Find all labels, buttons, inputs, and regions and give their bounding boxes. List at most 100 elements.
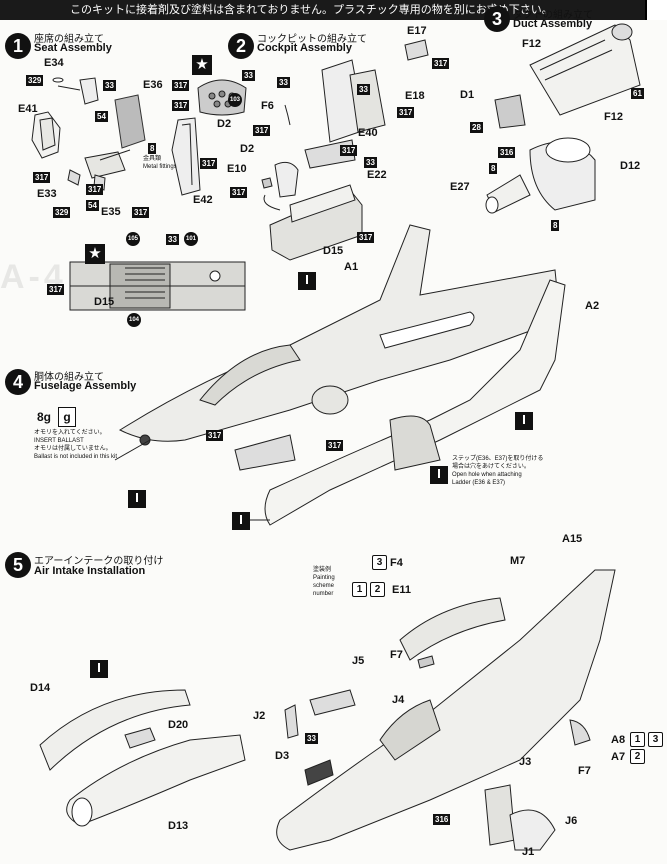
paint-code: 61: [631, 88, 644, 99]
part-label: D15: [94, 296, 115, 308]
part-label: F6: [261, 100, 274, 112]
paint-code: 33: [103, 80, 116, 91]
intake-drawing: [39, 689, 246, 827]
part-label: A15: [562, 533, 583, 545]
ladder-note-jp1: ステップ(E36、E37)を取り付ける: [452, 456, 544, 462]
painting-scheme-label: number: [313, 591, 334, 597]
step-2-title-jp: コックピットの組み立て: [257, 34, 367, 45]
paint-code: 33: [357, 84, 370, 95]
step-1-title-jp: 座席の組み立て: [34, 34, 104, 45]
header-corner-box: [645, 0, 667, 20]
ballast-note-en1: INSERT BALLAST: [34, 438, 84, 444]
scheme-number: 3: [648, 732, 663, 747]
part-label: E27: [450, 181, 470, 193]
ladder-note-en2: Ladder (E36 & E37): [452, 480, 506, 486]
part-label: M7: [510, 555, 526, 567]
airframe-drawing: [276, 569, 616, 851]
metal-note-en: Metal fittings: [143, 164, 177, 170]
ladder-note-en1: Open hole when attaching: [452, 472, 522, 478]
drill-hole-icon: [90, 660, 108, 678]
fuselage-drawing: [114, 224, 566, 526]
part-label: J1: [522, 846, 535, 858]
decal-number: 103: [228, 93, 242, 107]
paint-code: 8: [148, 143, 157, 154]
paint-code: 316: [433, 814, 451, 825]
drill-hole-icon: [515, 412, 533, 430]
drill-hole-icon: [128, 490, 146, 508]
paint-code: 33: [364, 157, 377, 168]
paint-code: 8: [489, 163, 498, 174]
paint-code: 317: [172, 80, 190, 91]
d15-panel-drawing: [69, 261, 246, 311]
part-label: D2: [217, 118, 232, 130]
paint-code: 317: [33, 172, 51, 183]
part-label: E18: [405, 90, 425, 102]
painting-scheme-label: 塗装例: [313, 567, 332, 573]
part-label: A2: [585, 300, 600, 312]
part-label: E22: [367, 169, 387, 181]
part-label: E40: [358, 127, 378, 139]
part-label: J2: [253, 710, 266, 722]
paint-code: 316: [498, 147, 516, 158]
paint-code: 317: [326, 440, 344, 451]
metal-note-jp: 金具類: [143, 156, 162, 162]
paint-code: 329: [53, 207, 71, 218]
paint-code: 317: [206, 430, 224, 441]
drill-hole-icon: [232, 512, 250, 530]
decal-number: 104: [127, 313, 141, 327]
step-5-title-en: Air Intake Installation: [34, 565, 146, 577]
paint-code: 54: [95, 111, 108, 122]
paint-code: 317: [253, 125, 271, 136]
part-label: E17: [407, 25, 427, 37]
scheme-number: 1: [352, 582, 367, 597]
star-icon: ★: [85, 244, 105, 264]
ballast-note-jp1: オモリを入れてください。: [34, 430, 106, 436]
ballast-note-jp2: オモリは付属していません。: [34, 446, 112, 452]
part-label: E42: [193, 194, 213, 206]
paint-code: 8: [551, 220, 560, 231]
cockpit-tub-drawing: [261, 39, 429, 261]
paint-code: 317: [132, 207, 150, 218]
part-label: D3: [275, 750, 290, 762]
part-label: E33: [37, 188, 57, 200]
part-label: D12: [620, 160, 641, 172]
step-3-title-en: Duct Assembly: [513, 18, 593, 30]
painting-scheme-label: scheme: [313, 583, 335, 589]
duct-drawing: [485, 23, 641, 214]
ladder-note-jp2: 場合は穴をあけてください。: [452, 464, 530, 470]
paint-code: 317: [432, 58, 450, 69]
paint-code: 317: [86, 184, 104, 195]
step-5-title-jp: エアーインテークの取り付け: [34, 556, 164, 567]
paint-code: 33: [166, 234, 179, 245]
part-label: E34: [44, 57, 64, 69]
part-label: E35: [101, 206, 121, 218]
paint-code: 54: [86, 200, 99, 211]
part-label: D1: [460, 89, 475, 101]
paint-code: 33: [305, 733, 318, 744]
part-label: D15: [323, 245, 344, 257]
step-1-title-en: Seat Assembly: [34, 42, 112, 54]
part-label: D14: [30, 682, 51, 694]
step-4-title-jp: 胴体の組み立て: [34, 372, 104, 383]
part-label: F7: [578, 765, 591, 777]
part-label: D2: [240, 143, 255, 155]
drill-hole-icon: [298, 272, 316, 290]
step-4-number: 4: [5, 369, 31, 395]
paint-code: 317: [172, 100, 190, 111]
part-label: F7: [390, 649, 403, 661]
step-3-title-jp: ダクトの組み立て: [513, 10, 593, 21]
part-label: D13: [168, 820, 189, 832]
ballast-box: g: [58, 407, 76, 427]
part-label: F12: [604, 111, 623, 123]
step-1-number: 1: [5, 33, 31, 59]
star-icon: ★: [192, 55, 212, 75]
part-label: A7: [611, 751, 626, 763]
step-2-number: 2: [228, 33, 254, 59]
paint-code: 317: [200, 158, 218, 169]
part-label: A8: [611, 734, 626, 746]
scheme-number: 3: [372, 555, 387, 570]
drill-hole-icon: [430, 466, 448, 484]
part-label: J6: [565, 815, 578, 827]
